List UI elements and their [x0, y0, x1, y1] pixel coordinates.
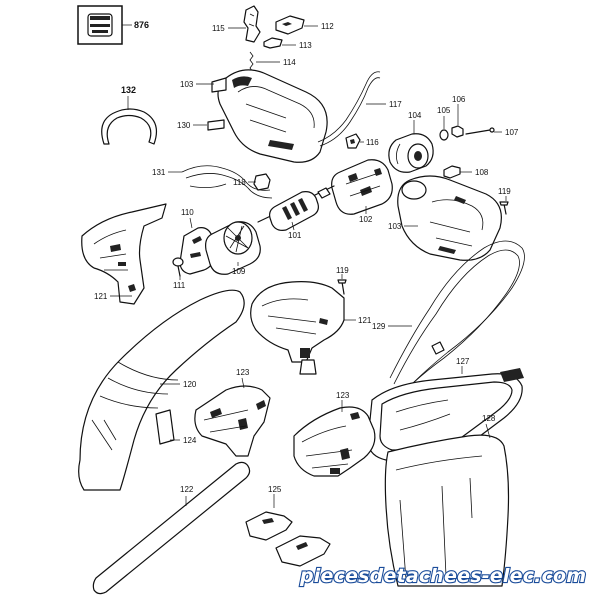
- label-123b: 123: [336, 391, 350, 400]
- label-113: 113: [299, 41, 312, 50]
- part-101-armature: 101: [257, 185, 335, 240]
- part-125-clip: 125: [245, 485, 293, 541]
- label-121: 121: [94, 292, 108, 301]
- part-123-tube-left: 123: [194, 368, 271, 457]
- label-117: 117: [389, 100, 402, 109]
- part-116-terminal: 116: [345, 133, 379, 149]
- part-119-screw-right: 119: [498, 187, 511, 215]
- part-107-screw: 107: [465, 127, 519, 137]
- part-126-clip: [275, 535, 331, 567]
- label-116: 116: [366, 138, 379, 147]
- part-105-washer: 105: [437, 106, 451, 141]
- part-117-cable: 117: [317, 71, 402, 147]
- part-118-connector: 118: [233, 173, 271, 191]
- label-115: 115: [212, 24, 225, 33]
- label-123: 123: [236, 368, 250, 377]
- part-111-screw: 111: [172, 257, 186, 290]
- part-131-wiring: 131: [152, 165, 273, 199]
- part-121-intake-middle: 121: [250, 281, 372, 375]
- label-128: 128: [482, 414, 496, 423]
- label-129: 129: [372, 322, 386, 331]
- label-119b: 119: [336, 266, 349, 275]
- label-131: 131: [152, 168, 166, 177]
- label-103b: 103: [388, 222, 402, 231]
- part-132-strap-bracket: 132: [101, 85, 157, 145]
- part-121-intake-left: 121: [81, 203, 167, 305]
- label-112: 112: [321, 22, 334, 31]
- label-127: 127: [456, 357, 470, 366]
- label-106: 106: [452, 95, 466, 104]
- part-876-motor-kit: 876: [77, 5, 149, 45]
- label-105: 105: [437, 106, 451, 115]
- part-124-label: 124: [155, 409, 197, 445]
- part-123-tube-right: 123: [293, 391, 376, 477]
- part-108-brush: 108: [443, 165, 489, 179]
- part-115-switch-lever: 115: [212, 5, 261, 43]
- part-119-screw-middle: 119: [336, 266, 349, 295]
- label-124: 124: [183, 436, 197, 445]
- label-107: 107: [505, 128, 519, 137]
- label-130: 130: [177, 121, 191, 130]
- label-132: 132: [121, 85, 136, 95]
- watermark-text: piecesdetachees-elec.com: [299, 565, 586, 587]
- label-110: 110: [181, 208, 194, 217]
- label-109: 109: [232, 267, 246, 276]
- part-113-clip: 113: [263, 37, 312, 50]
- label-114: 114: [283, 58, 296, 67]
- label-101: 101: [288, 231, 302, 240]
- part-112-switch: 112: [275, 15, 334, 35]
- part-102-stator: 102: [331, 159, 393, 224]
- label-122: 122: [180, 485, 194, 494]
- part-129-strap: 129: [372, 240, 525, 389]
- label-111: 111: [173, 281, 186, 290]
- part-120-tube: 120: [78, 289, 245, 491]
- part-110-fan-shroud: 110: [179, 208, 215, 275]
- part-127-bag-frame: 127: [367, 357, 524, 461]
- part-122-rigid-tube: 122: [92, 461, 251, 595]
- part-104-end-cap: 104: [388, 111, 434, 173]
- label-119: 119: [498, 187, 511, 196]
- part-103-housing-right: 103: [388, 175, 502, 261]
- part-128-bag: 128: [384, 414, 510, 587]
- part-106-nut: 106: [451, 95, 466, 138]
- label-103: 103: [180, 80, 194, 89]
- label-120: 120: [183, 380, 197, 389]
- label-118: 118: [233, 178, 246, 187]
- part-103-housing-left: 103: [180, 69, 328, 163]
- part-114-spring: 114: [249, 51, 296, 73]
- part-109-fan: 109: [205, 221, 261, 276]
- label-121b: 121: [358, 316, 372, 325]
- label-125: 125: [268, 485, 282, 494]
- label-102: 102: [359, 215, 373, 224]
- part-130-label: 130: [177, 119, 225, 131]
- label-108: 108: [475, 168, 489, 177]
- label-876: 876: [134, 20, 149, 30]
- label-104: 104: [408, 111, 422, 120]
